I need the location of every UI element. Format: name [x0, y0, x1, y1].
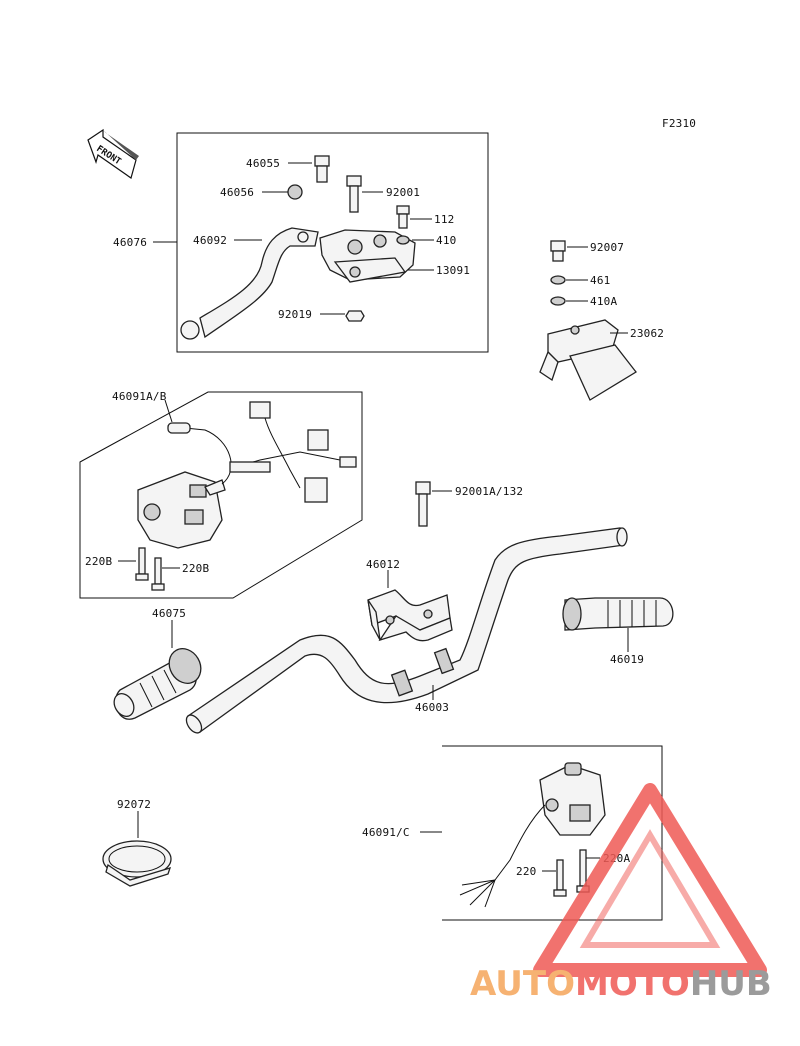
nut-461 [550, 275, 566, 285]
lever-holder [319, 229, 416, 283]
callout-46091C: 46091/C [362, 826, 410, 839]
callout-461: 461 [590, 274, 610, 287]
callout-92019: 92019 [278, 308, 312, 321]
callout-46055: 46055 [246, 157, 280, 170]
front-arrow-icon: FRONT [87, 128, 139, 179]
handlebar [185, 527, 628, 734]
right-switch-wiring [459, 804, 546, 908]
watermark-triangle-icon [533, 783, 767, 977]
callout-92001A132: 92001A/132 [455, 485, 523, 498]
callout-46091AB: 46091A/B [112, 390, 167, 403]
right-grip [562, 597, 674, 631]
left-switch-housing [137, 471, 226, 549]
callout-13091: 13091 [436, 264, 470, 277]
callout-46003: 46003 [415, 701, 449, 714]
bracket-23062 [539, 319, 637, 401]
adjuster-bolt [314, 155, 330, 183]
watermark-hub: HUB [690, 964, 772, 1004]
callout-46076: 46076 [113, 236, 147, 249]
right-switch-box [442, 745, 663, 921]
left-switch-box [79, 391, 363, 599]
svg-text:AUTOMOTOHUB: AUTOMOTOHUB [470, 964, 772, 1004]
cable-band [102, 840, 172, 887]
callout-220B-right: 220B [182, 562, 209, 575]
callout-46012: 46012 [366, 558, 400, 571]
callout-46075: 46075 [152, 607, 186, 620]
pivot-bolt [346, 175, 362, 213]
figure-code: F2310 [662, 117, 696, 130]
callout-112: 112 [434, 213, 454, 226]
handlebar-holders [367, 589, 453, 642]
right-switch-housing [539, 762, 606, 836]
callout-46092: 46092 [193, 234, 227, 247]
bolt-92001A [415, 481, 431, 527]
clamp-bolt [396, 205, 410, 229]
clutch-lever [180, 227, 319, 340]
callout-92001: 92001 [386, 186, 420, 199]
callout-92007: 92007 [590, 241, 624, 254]
screws-220B [135, 547, 165, 591]
watermark-logo: AUTOMOTOHUB [470, 783, 772, 1004]
callout-220: 220 [516, 865, 536, 878]
callout-410A: 410A [590, 295, 617, 308]
callout-410: 410 [436, 234, 456, 247]
callout-46019: 46019 [610, 653, 644, 666]
bolt-92007 [550, 240, 566, 262]
watermark-moto: MOTO [575, 964, 690, 1004]
nut [345, 310, 365, 322]
left-grip [113, 648, 202, 720]
callout-92072: 92072 [117, 798, 151, 811]
callout-23062: 23062 [630, 327, 664, 340]
locknut [287, 184, 303, 200]
washer-410A [550, 296, 566, 306]
callout-46056: 46056 [220, 186, 254, 199]
callout-220B-left: 220B [85, 555, 112, 568]
left-switch-wiring [167, 401, 357, 503]
washer [396, 235, 410, 245]
watermark-auto: AUTO [470, 964, 575, 1004]
